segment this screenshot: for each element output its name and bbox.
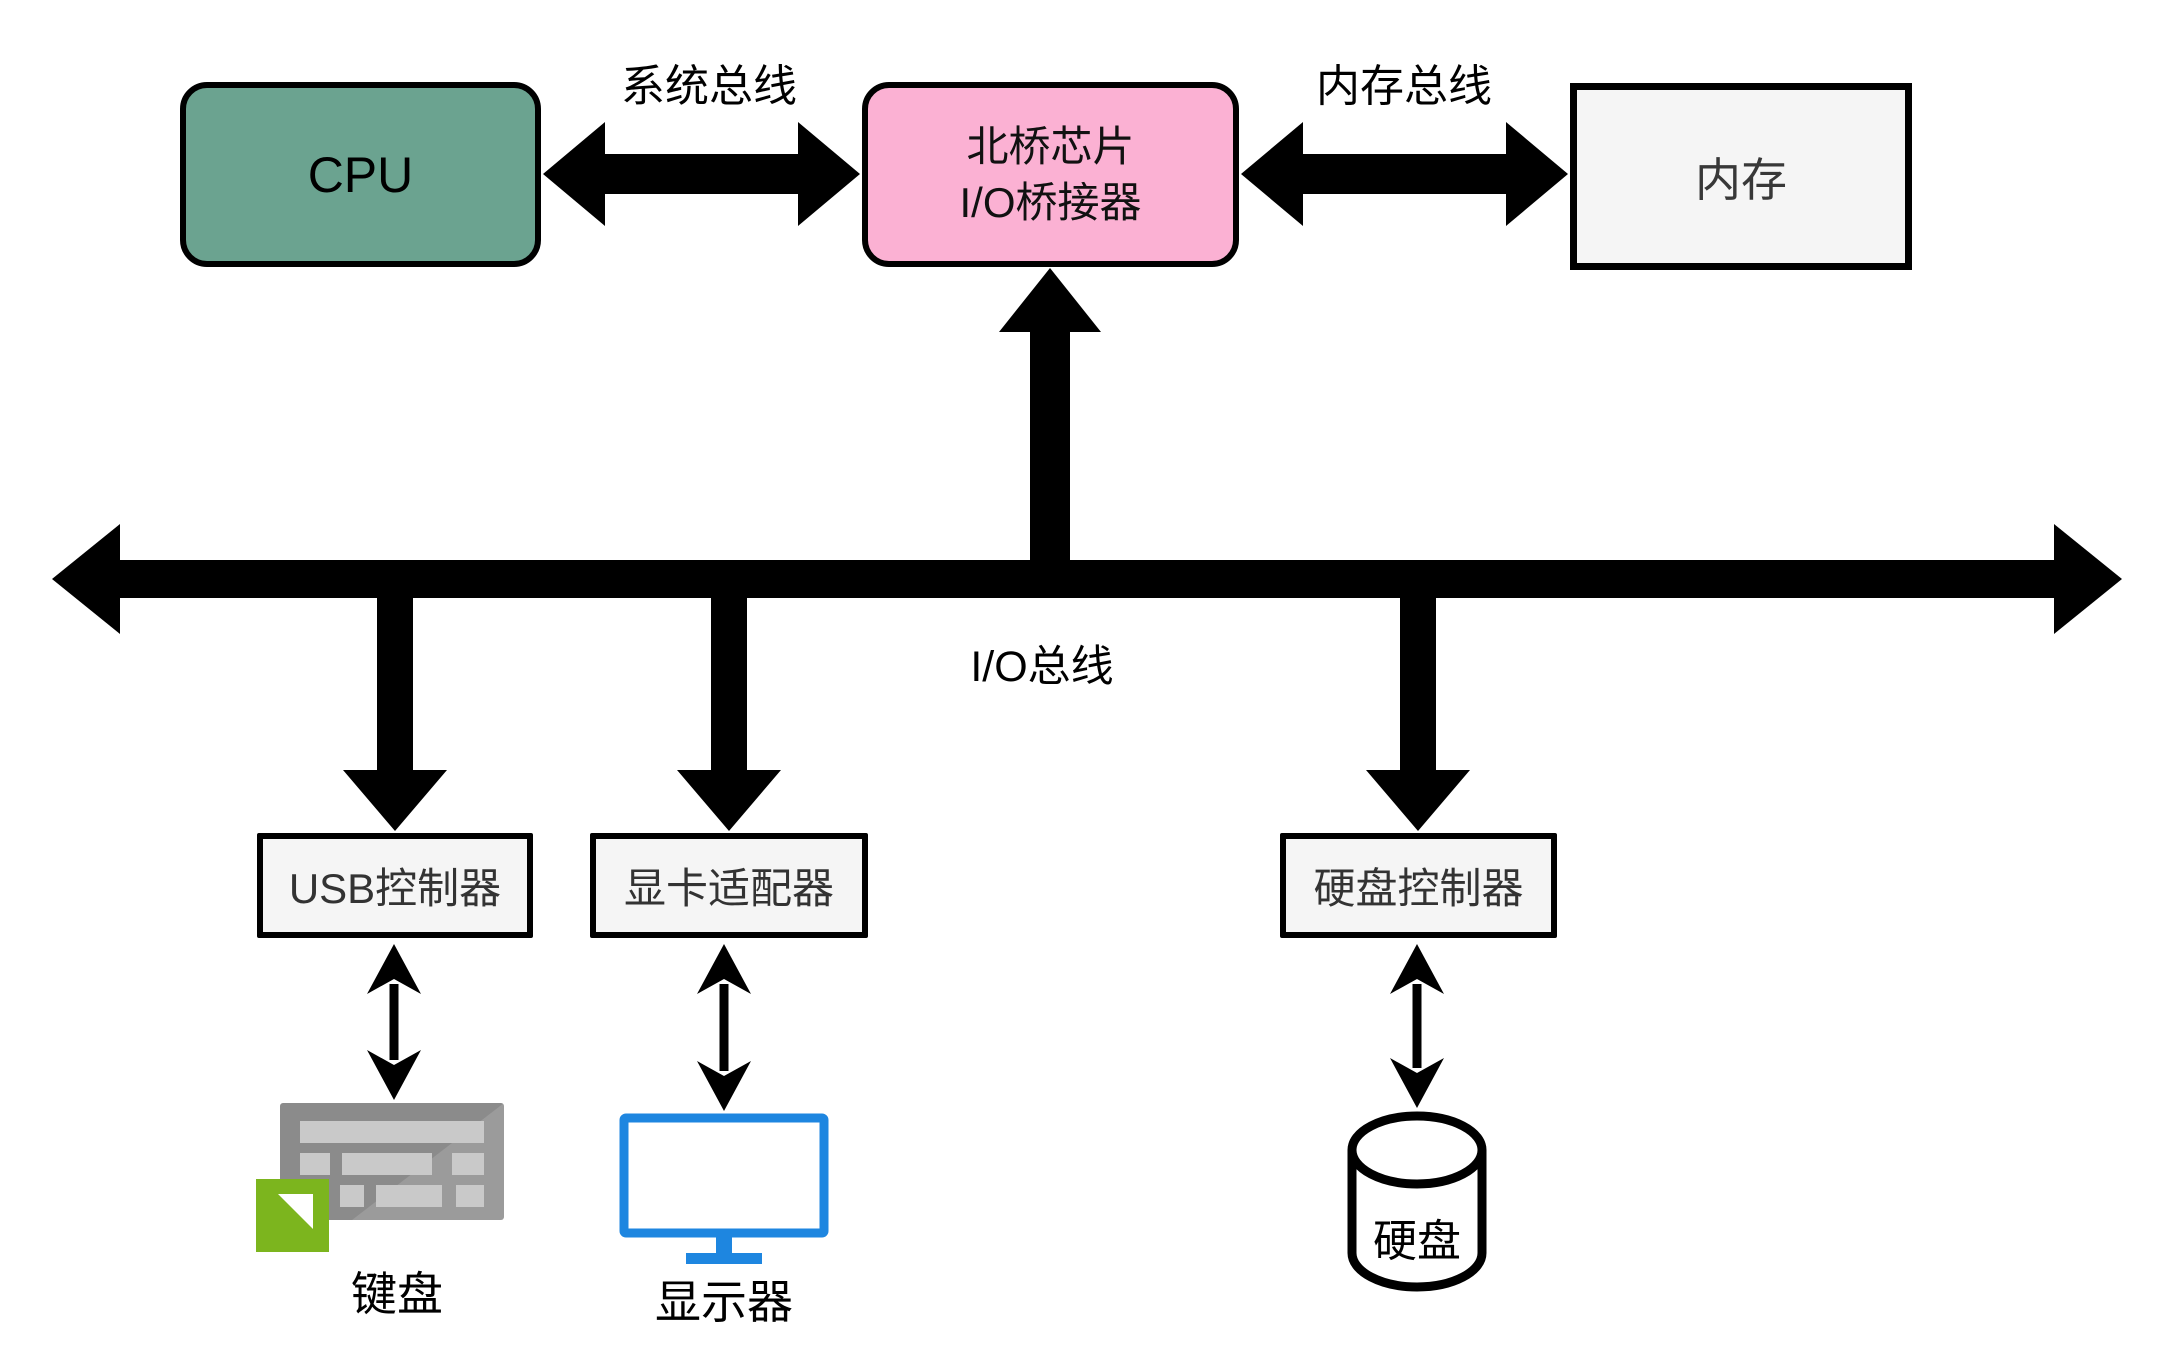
usb-controller-label: USB控制器: [288, 865, 502, 912]
disk-branch-arrow: [1366, 583, 1470, 831]
northbridge-label-line1: 北桥芯片: [966, 123, 1135, 171]
usb-keyboard-arrow: [367, 944, 421, 1100]
monitor-label: 显示器: [655, 1276, 793, 1328]
hard-disk-icon: 硬盘: [1347, 1111, 1487, 1292]
cpu-label: CPU: [307, 146, 414, 203]
monitor-icon: [619, 1113, 829, 1264]
memory-bus-arrow: [1241, 122, 1568, 226]
io-bus-label: I/O总线: [970, 643, 1114, 691]
northbridge-node: 北桥芯片 I/O桥接器: [862, 82, 1239, 267]
io-bus-right-arrowhead: [2054, 524, 2122, 634]
northbridge-label-line2: I/O桥接器: [959, 178, 1142, 226]
usb-controller-node: USB控制器: [257, 833, 533, 938]
memory-bus-label: 内存总线: [1316, 62, 1492, 111]
disk-controller-node: 硬盘控制器: [1280, 833, 1557, 938]
system-bus-label: 系统总线: [621, 62, 797, 111]
memory-label: 内存: [1695, 153, 1787, 206]
graphics-adapter-label: 显卡适配器: [623, 865, 834, 912]
disk-harddisk-arrow: [1390, 944, 1444, 1108]
system-bus-arrow: [543, 122, 860, 226]
keyboard-icon: [256, 1103, 504, 1252]
io-bus-left-arrowhead: [52, 524, 120, 634]
graphics-monitor-arrow: [697, 944, 751, 1111]
hard-disk-label: 硬盘: [1373, 1217, 1461, 1266]
usb-branch-arrow: [343, 583, 447, 831]
keyboard-label: 键盘: [351, 1268, 443, 1320]
memory-node: 内存: [1570, 83, 1912, 270]
cpu-node: CPU: [180, 82, 541, 267]
disk-controller-label: 硬盘控制器: [1313, 865, 1524, 912]
io-bus-line: [52, 524, 2122, 634]
graphics-branch-arrow: [677, 583, 781, 831]
northbridge-io-arrow: [999, 268, 1101, 590]
graphics-adapter-node: 显卡适配器: [590, 833, 868, 938]
